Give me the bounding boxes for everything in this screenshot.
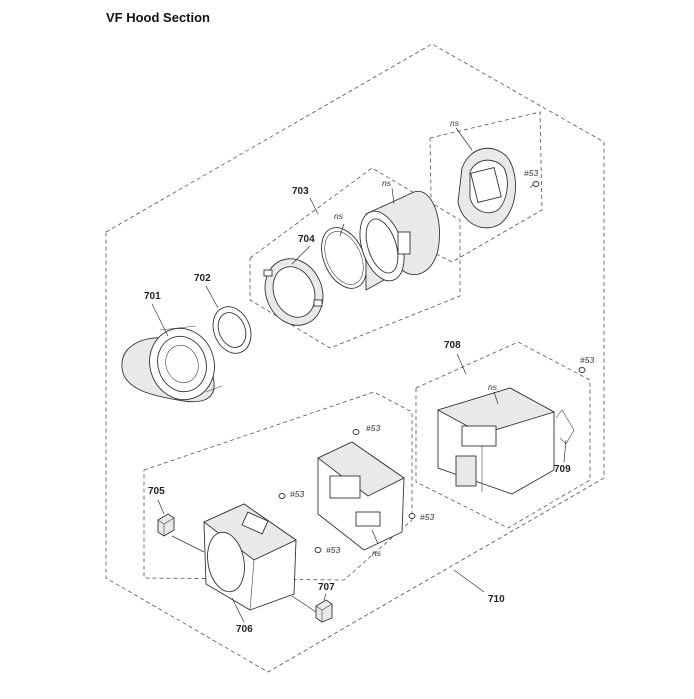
callout-706: 706 xyxy=(236,624,253,635)
annotation-screw-frame-top: #53 xyxy=(366,423,380,433)
annotation-ns-frame: ns xyxy=(372,548,382,558)
screw-hood-top xyxy=(278,493,286,499)
callout-701: 701 xyxy=(144,291,161,302)
leader-ns-housing xyxy=(493,391,499,405)
screw-hood-side xyxy=(314,547,322,553)
leader-702 xyxy=(205,285,219,309)
annotation-screw-rear-plate: #53 xyxy=(524,168,538,178)
leader-701 xyxy=(151,303,169,337)
barrel-ns xyxy=(359,190,440,291)
housing-708 xyxy=(436,387,556,495)
annotation-screw-frame-right: #53 xyxy=(420,512,434,522)
callout-704: 704 xyxy=(298,234,315,245)
leader-705 xyxy=(157,499,165,515)
annotation-ns-barrel: ns xyxy=(382,178,392,188)
screw-rear-plate xyxy=(529,181,540,189)
assembly-703-boundary xyxy=(249,167,461,349)
section-title: VF Hood Section xyxy=(106,10,210,25)
annotation-ns-thin-ring: ns xyxy=(334,211,344,221)
block-705 xyxy=(157,513,175,537)
leader-710 xyxy=(453,569,485,593)
lower-housing-boundary xyxy=(143,391,413,581)
assembly-710-boundary xyxy=(105,43,605,673)
leader-706 xyxy=(231,597,245,623)
leader-705-hood xyxy=(171,535,205,553)
rear-plate-ns xyxy=(457,147,516,229)
assembly-708-boundary xyxy=(415,341,591,529)
callout-702: 702 xyxy=(194,273,211,284)
annotation-screw-hood-side: #53 xyxy=(326,545,340,555)
callout-709: 709 xyxy=(554,464,571,475)
leader-708 xyxy=(456,353,467,375)
callout-707: 707 xyxy=(318,582,335,593)
hood-706 xyxy=(203,503,297,611)
leader-707 xyxy=(323,593,327,601)
ring-704 xyxy=(263,258,324,326)
annotation-ns-rear-plate: ns xyxy=(450,118,460,128)
leader-707-hood xyxy=(291,595,317,613)
rear-plate-boundary xyxy=(429,111,543,263)
callout-710: 710 xyxy=(488,594,505,605)
annotation-ns-housing: ns xyxy=(488,382,498,392)
frame-ns xyxy=(317,441,405,551)
leader-ns-thin-ring xyxy=(339,223,345,237)
thin-ring-ns xyxy=(321,227,367,289)
ring-702 xyxy=(212,306,252,354)
block-707 xyxy=(315,599,333,623)
leader-ns-rear-plate xyxy=(455,127,473,151)
eyecup-701 xyxy=(121,325,223,403)
screw-frame-top xyxy=(352,429,360,435)
callout-705: 705 xyxy=(148,486,165,497)
annotation-screw-hood-top: #53 xyxy=(290,489,304,499)
callout-708: 708 xyxy=(444,340,461,351)
annotation-screw-housing: #53 xyxy=(580,355,594,365)
leader-703 xyxy=(309,197,319,215)
clip-709 xyxy=(555,409,575,445)
screw-housing-708 xyxy=(578,367,586,373)
callout-703: 703 xyxy=(292,186,309,197)
leader-709 xyxy=(563,439,567,463)
leader-704 xyxy=(291,245,311,265)
leader-ns-frame xyxy=(371,529,379,545)
screw-frame-right xyxy=(408,513,416,519)
leader-ns-barrel xyxy=(391,187,395,205)
